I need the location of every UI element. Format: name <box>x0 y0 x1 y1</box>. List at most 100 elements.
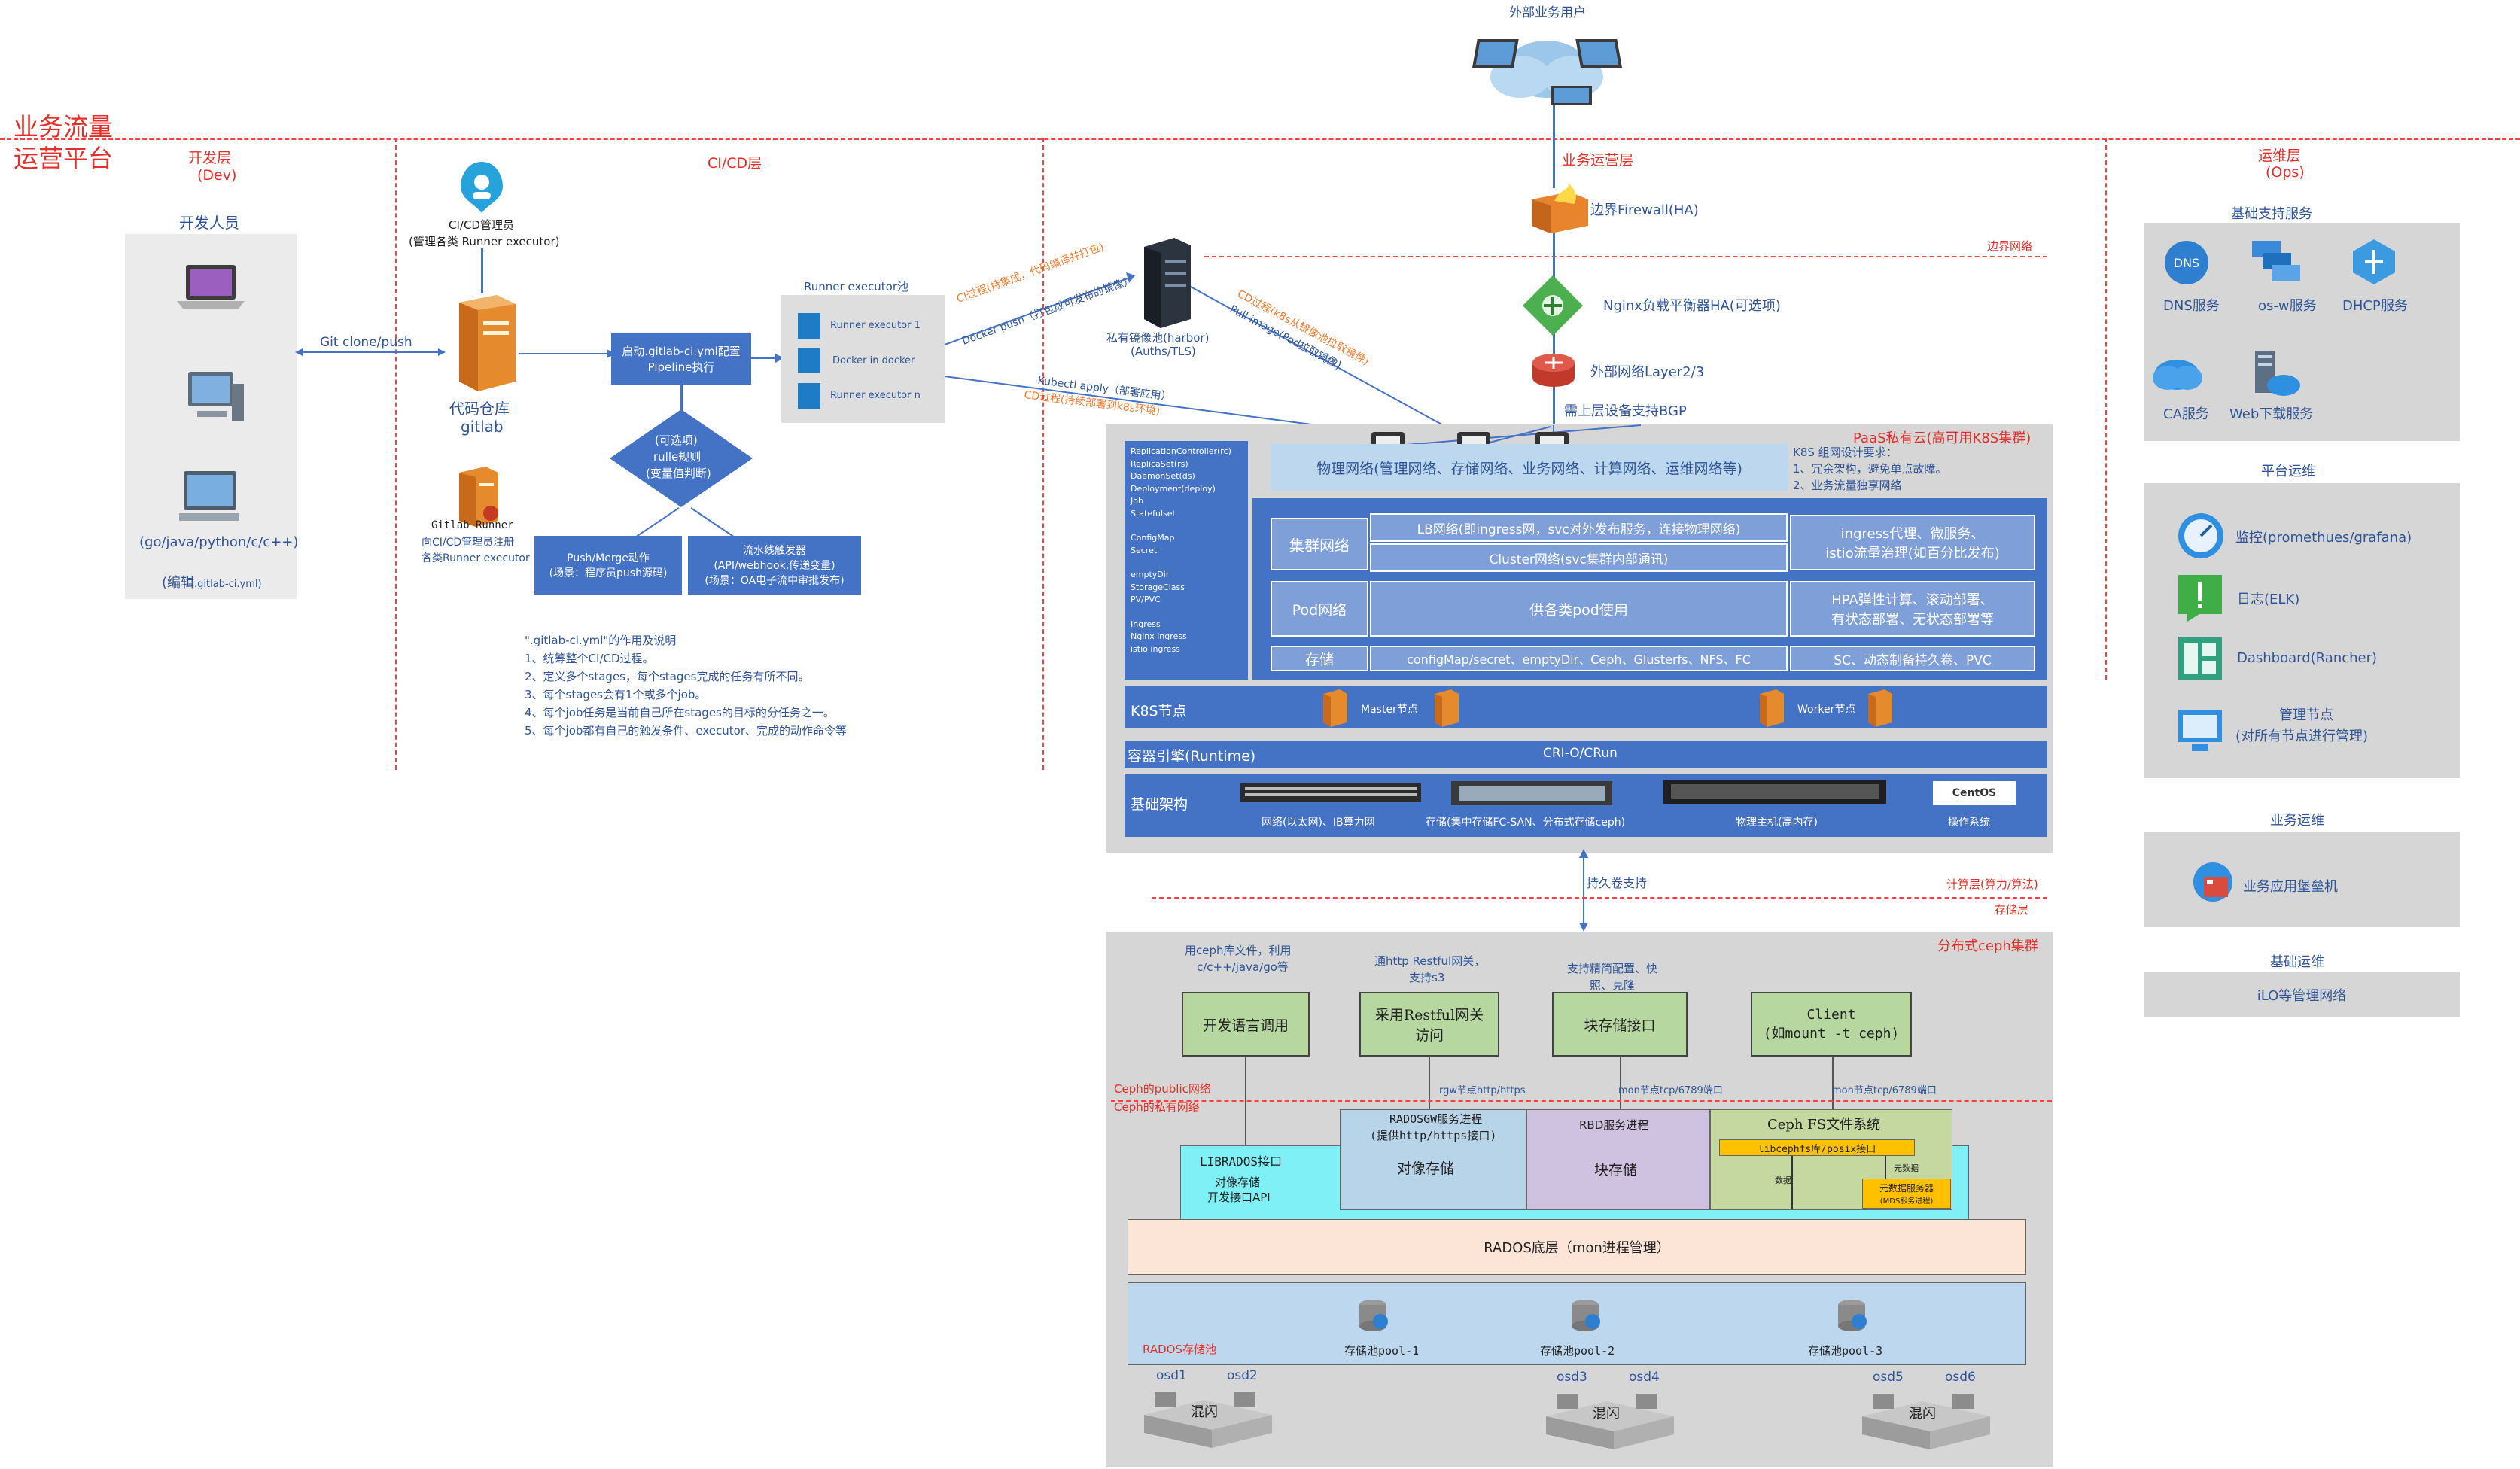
ops-base-item: Web下载服务 <box>2229 406 2314 422</box>
infra-net-label: 网络(以太网)、IB算力网 <box>1262 817 1375 829</box>
network-switch-icon <box>1240 783 1421 802</box>
k8s-resource-item: emptyDir <box>1131 570 1170 579</box>
k8s-resource-spacer <box>1131 520 1242 532</box>
pipeline-line1: 启动.gitlab-ci.yml配置 <box>622 345 741 358</box>
pipeline-to-pool-arrow <box>751 354 784 363</box>
ceph-note-l1: 支持精简配置、快 <box>1567 962 1658 975</box>
rules-line1: (可选项) <box>655 433 698 447</box>
rados-layer: RADOS底层（mon进程管理） <box>1128 1219 2026 1275</box>
repo-line1: 代码仓库 <box>449 400 510 418</box>
ingress-proxy-cell: ingress代理、微服务、 istio流量治理(如百分比发布) <box>1790 515 2035 570</box>
notes-item: 1、统筹整个CI/CD过程。 <box>525 652 654 665</box>
ops-biz-item: 业务应用堡垒机 <box>2243 879 2338 895</box>
k8s-resource-item: StorageClass <box>1131 582 1185 592</box>
k8s-resource-item: PV/PVC <box>1131 595 1161 604</box>
pod-net-label: Pod网络 <box>1271 581 1368 637</box>
user-downlink <box>1553 105 1555 188</box>
section-biz-title: 业务运营层 <box>1562 152 1634 169</box>
libcephfs-label: libcephfs库/posix接口 <box>1758 1143 1876 1155</box>
k8s-node-bar <box>1125 686 2047 728</box>
gitlab-server-icon <box>459 295 516 391</box>
laptop-icon <box>177 265 245 309</box>
trigger-line2: (API/webhook,传递变量) <box>714 560 835 572</box>
librados-l2: 对像存储 <box>1215 1176 1261 1189</box>
os-w-icon <box>2252 241 2300 281</box>
radosgw-l1: RADOSGW服务进程 <box>1389 1112 1483 1126</box>
k8s-resources-panel: ReplicationController(rc) ReplicaSet(rs)… <box>1125 441 1248 680</box>
radosgw-box <box>1340 1109 1526 1210</box>
dev-edit: (编辑.gitlab-ci.yml) <box>162 572 262 592</box>
ceph-box-block: 块存储接口 <box>1552 992 1688 1057</box>
k8s-req-title: K8S 组网设计要求： <box>1793 446 1898 459</box>
rgw-port-label: rgw节点http/https <box>1439 1085 1526 1096</box>
infra-os-label: 操作系统 <box>1948 817 1990 829</box>
physical-net-bar: 物理网络(管理网络、存储网络、业务网络、计算网络、运维网络等) <box>1271 444 1788 491</box>
k8s-resource-item: Secret <box>1131 545 1158 555</box>
infra-label: 基础架构 <box>1131 796 1188 813</box>
librados-l3: 开发接口API <box>1207 1191 1271 1204</box>
ceph-note-l1: 通http Restful网关， <box>1374 954 1486 968</box>
persist-arrow <box>1579 849 1588 932</box>
pool-label: 存储池pool-3 <box>1808 1344 1883 1358</box>
master-server-icon <box>1323 689 1347 727</box>
osd-server-icon <box>1144 1392 1272 1448</box>
ops-base-item: DNS服务 <box>2163 298 2220 314</box>
hpa-l1: HPA弹性计算、滚动部署、 <box>1831 592 1994 608</box>
pipeline-box: 启动.gitlab-ci.yml配置 Pipeline执行 <box>611 333 751 385</box>
cri-label: CRI-O/CRun <box>1543 746 1618 761</box>
k8s-resource-item: DaemonSet(ds) <box>1131 471 1195 481</box>
border-net-line <box>1204 256 2047 257</box>
notes-item: 5、每个job都有自己的触发条件、executor、完成的动作命令等 <box>525 724 848 738</box>
ops-base-item: DHCP服务 <box>2342 298 2408 314</box>
paas-title: PaaS私有云(高可用K8S集群) <box>1853 430 2032 446</box>
osd-label: osd3 <box>1557 1370 1587 1385</box>
dashboard-icon <box>2178 637 2222 680</box>
mgmt-node-icon <box>2178 710 2222 751</box>
mixed-flash-label: 混闪 <box>1191 1404 1218 1420</box>
ops-platform-item: 日志(ELK) <box>2237 592 2300 607</box>
sc-cell: SC、动态制备持久卷、PVC <box>1790 646 2035 671</box>
ceph-note-l2: 照、克隆 <box>1590 978 1636 992</box>
dns-icon-text: DNS <box>2173 255 2200 270</box>
ceph-box-restful-l1: 采用Restful网关 <box>1374 1007 1484 1023</box>
hpa-l2: 有状态部署、无状态部署等 <box>1831 612 1994 628</box>
mds-box: 元数据服务器 (MDS服务进程) <box>1862 1179 1951 1209</box>
bgp-label: 需上层设备支持BGP <box>1564 403 1687 419</box>
k8s-resource-item: ReplicationController(rc) <box>1131 446 1231 456</box>
mds-l1: 元数据服务器 <box>1879 1183 1934 1194</box>
runtime-label: 容器引擎(Runtime) <box>1128 748 1256 765</box>
rules-line3: (变量值判断) <box>646 467 711 480</box>
client-link <box>1832 1057 1834 1109</box>
push-merge-box: Push/Merge动作 (场景：程序员push源码) <box>534 536 682 595</box>
push-merge-line1: Push/Merge动作 <box>567 552 650 564</box>
cicd-admin-line1: CI/CD管理员 <box>449 218 514 232</box>
runner-pool-title: Runner executor池 <box>804 280 909 293</box>
osd-label: osd4 <box>1629 1370 1660 1385</box>
trigger-line1: 流水线触发器 <box>743 545 806 557</box>
ops-infra-item: iLO等管理网络 <box>2257 988 2347 1004</box>
lb-net-cell: LB网络(即ingress网，svc对外发布服务，连接物理网络) <box>1370 513 1788 542</box>
notes-item: 2、定义多个stages，每个stages完成的任务有所不同。 <box>525 670 810 683</box>
headline-line1: 业务流量 <box>14 112 113 141</box>
ceph-title: 分布式ceph集群 <box>1937 938 2038 954</box>
log-alert-icon <box>2178 575 2222 622</box>
l23-label: 外部网络Layer2/3 <box>1590 364 1705 380</box>
k8s-resource-spacer <box>1131 557 1242 569</box>
runner-line2: 向CI/CD管理员注册 <box>422 537 515 549</box>
rados-pool-title: RADOS存储池 <box>1143 1343 1216 1356</box>
divider-biz <box>2105 138 2107 680</box>
physical-host-icon <box>1663 780 1886 804</box>
notes-item: 3、每个stages会有1个或多个job。 <box>525 688 707 701</box>
pool-disk-icon <box>1838 1300 1867 1331</box>
section-ops-title: 运维层 <box>2258 148 2302 164</box>
monitor-gauge-icon <box>2178 513 2223 558</box>
pool-disk-icon <box>1572 1300 1600 1331</box>
notes-title: ".gitlab-ci.yml"的作用及说明 <box>525 634 677 647</box>
cephfs-l1: Ceph FS文件系统 <box>1767 1117 1881 1133</box>
osd-server-icon <box>1862 1394 1990 1449</box>
ceph-note-l2: 支持s3 <box>1409 971 1445 984</box>
runner-line1: Gitlab Runner <box>431 519 514 531</box>
runner-item <box>798 383 820 409</box>
gitlab-runner-icon <box>459 467 498 527</box>
cephfs-meta-link <box>1885 1156 1886 1180</box>
